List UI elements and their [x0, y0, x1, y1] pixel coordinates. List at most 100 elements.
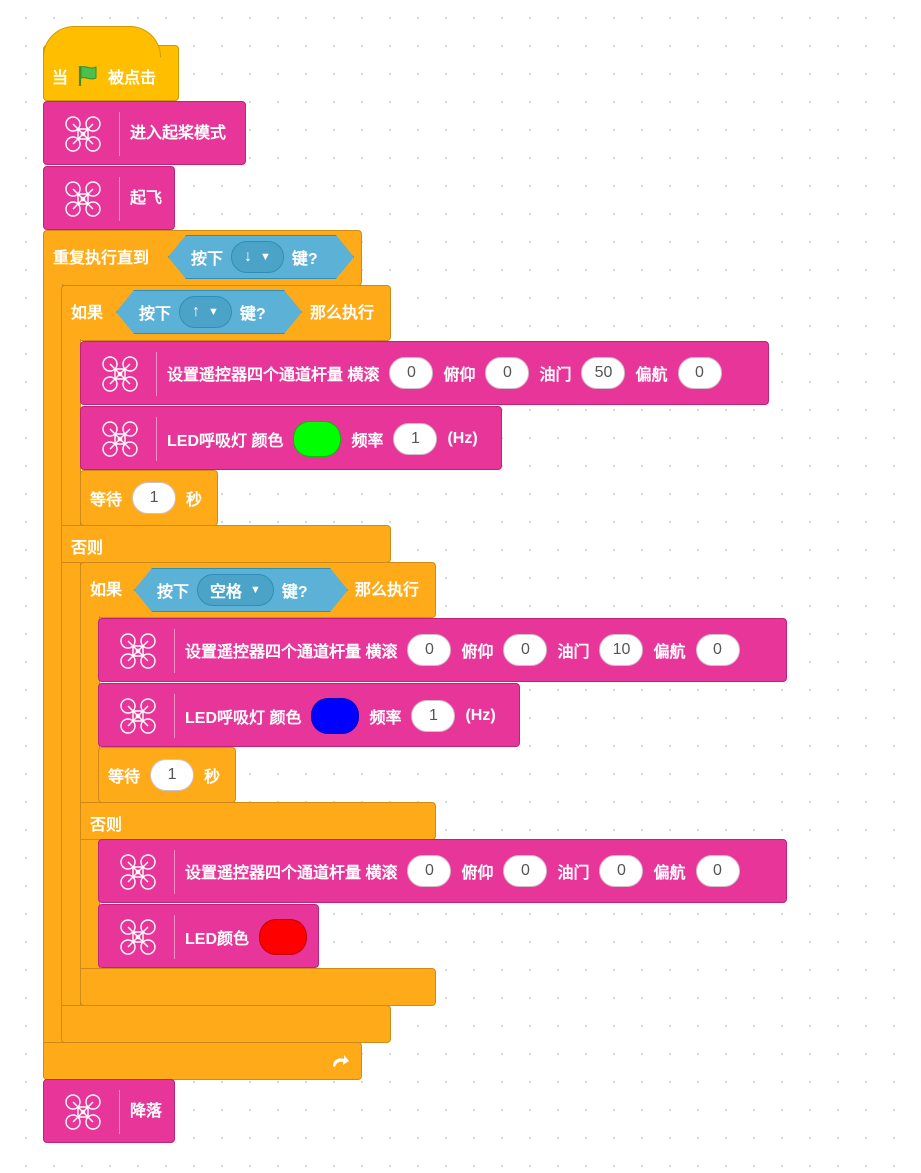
- key-dropdown-down[interactable]: ↓ ▼: [231, 241, 284, 273]
- rc-roll-label: 设置遥控器四个通道杆量 横滚: [167, 367, 380, 384]
- throttle-input[interactable]: 10: [599, 634, 644, 666]
- frequency-label: 频率: [351, 433, 384, 450]
- color-picker[interactable]: [293, 421, 342, 457]
- key-question-label: 键?: [291, 251, 318, 268]
- frequency-input[interactable]: 1: [393, 423, 438, 455]
- led-breath-block-2[interactable]: LED呼吸灯 颜色 频率 1 (Hz): [98, 683, 520, 747]
- pitch-input[interactable]: 0: [503, 634, 548, 666]
- throttle-input[interactable]: 50: [581, 357, 626, 389]
- drone-icon: [102, 356, 138, 392]
- else-label: 否则: [71, 540, 104, 557]
- rc-roll-label: 设置遥控器四个通道杆量 横滚: [185, 865, 398, 882]
- takeoff-block[interactable]: 起飞: [43, 166, 175, 230]
- yaw-label: 偏航: [635, 367, 668, 384]
- yaw-label: 偏航: [653, 865, 686, 882]
- clicked-label: 被点击: [108, 70, 157, 87]
- yaw-label: 偏航: [653, 644, 686, 661]
- throttle-label: 油门: [557, 865, 590, 882]
- divider: [174, 915, 175, 959]
- wait-label: 等待: [90, 492, 123, 509]
- when-flag-clicked-block[interactable]: 当 被点击: [43, 26, 179, 101]
- pitch-label: 俯仰: [461, 644, 494, 661]
- chevron-down-icon: ▼: [208, 306, 219, 318]
- led-color-block[interactable]: LED颜色: [98, 904, 319, 968]
- pitch-label: 俯仰: [461, 865, 494, 882]
- key-dropdown-up[interactable]: ↑ ▼: [179, 296, 232, 328]
- throttle-label: 油门: [557, 644, 590, 661]
- yaw-input[interactable]: 0: [677, 357, 722, 389]
- then-label: 那么执行: [355, 582, 420, 599]
- divider: [119, 112, 120, 156]
- led-breath-label: LED呼吸灯 颜色: [185, 710, 302, 727]
- divider: [156, 417, 157, 461]
- chevron-down-icon: ▼: [260, 251, 271, 263]
- if-else-1-footer: [61, 1005, 391, 1043]
- land-block[interactable]: 降落: [43, 1079, 175, 1143]
- led-breath-label: LED呼吸灯 颜色: [167, 433, 284, 450]
- key-value: ↓: [244, 248, 253, 265]
- color-picker[interactable]: [259, 919, 308, 955]
- key-question-label: 键?: [239, 306, 266, 323]
- led-color-label: LED颜色: [185, 931, 250, 948]
- key-question-label: 键?: [281, 584, 308, 601]
- repeat-until-label: 重复执行直到: [53, 250, 150, 267]
- rc-roll-label: 设置遥控器四个通道杆量 横滚: [185, 644, 398, 661]
- if-else-1-arm: [61, 339, 81, 1039]
- throttle-input[interactable]: 0: [599, 855, 644, 887]
- set-rc-channels-block-2[interactable]: 设置遥控器四个通道杆量 横滚 0 俯仰 0 油门 10 偏航 0: [98, 618, 787, 682]
- hz-label: (Hz): [447, 430, 478, 447]
- color-picker[interactable]: [311, 698, 360, 734]
- divider: [174, 694, 175, 738]
- green-flag-icon: [78, 66, 97, 86]
- drone-icon: [65, 1094, 101, 1130]
- divider: [174, 850, 175, 894]
- if-label: 如果: [90, 582, 123, 599]
- seconds-label: 秒: [204, 769, 221, 786]
- press-label: 按下: [139, 306, 172, 323]
- if-else-1-else-bar: 否则: [61, 525, 391, 563]
- hz-label: (Hz): [465, 707, 496, 724]
- if-label: 如果: [71, 305, 104, 322]
- repeat-until-arm: [43, 284, 63, 1046]
- when-label: 当: [52, 70, 69, 87]
- pitch-input[interactable]: 0: [485, 357, 530, 389]
- roll-input[interactable]: 0: [407, 855, 452, 887]
- drone-icon: [120, 698, 156, 734]
- drone-icon: [65, 181, 101, 217]
- wait-seconds-input[interactable]: 1: [132, 482, 177, 514]
- key-value: 空格: [210, 584, 243, 601]
- drone-icon: [120, 919, 156, 955]
- drone-icon: [65, 116, 101, 152]
- led-breath-block-1[interactable]: LED呼吸灯 颜色 频率 1 (Hz): [80, 406, 502, 470]
- key-pressed-condition-up[interactable]: 按下 ↑ ▼ 键?: [116, 290, 302, 334]
- press-label: 按下: [191, 251, 224, 268]
- wait-label: 等待: [108, 769, 141, 786]
- divider: [119, 1090, 120, 1134]
- frequency-input[interactable]: 1: [411, 700, 456, 732]
- land-label: 降落: [130, 1103, 163, 1120]
- set-rc-channels-block-1[interactable]: 设置遥控器四个通道杆量 横滚 0 俯仰 0 油门 50 偏航 0: [80, 341, 769, 405]
- throttle-label: 油门: [539, 367, 572, 384]
- loop-arrow-icon: [333, 1055, 349, 1067]
- yaw-input[interactable]: 0: [695, 634, 740, 666]
- key-pressed-condition-space[interactable]: 按下 空格 ▼ 键?: [134, 568, 348, 612]
- yaw-input[interactable]: 0: [695, 855, 740, 887]
- chevron-down-icon: ▼: [250, 584, 261, 596]
- enter-takeoff-mode-label: 进入起桨模式: [130, 125, 227, 142]
- roll-input[interactable]: 0: [389, 357, 434, 389]
- wait-seconds-input[interactable]: 1: [150, 759, 195, 791]
- repeat-until-footer: [43, 1042, 362, 1080]
- key-dropdown-space[interactable]: 空格 ▼: [197, 574, 274, 606]
- enter-takeoff-mode-block[interactable]: 进入起桨模式: [43, 101, 246, 165]
- key-pressed-condition-down[interactable]: 按下 ↓ ▼ 键?: [168, 235, 354, 279]
- divider: [174, 629, 175, 673]
- wait-block-1[interactable]: 等待 1 秒: [80, 470, 218, 526]
- drone-icon: [120, 633, 156, 669]
- else-label: 否则: [90, 817, 123, 834]
- pitch-input[interactable]: 0: [503, 855, 548, 887]
- wait-block-2[interactable]: 等待 1 秒: [98, 747, 236, 803]
- takeoff-label: 起飞: [130, 190, 163, 207]
- set-rc-channels-block-3[interactable]: 设置遥控器四个通道杆量 横滚 0 俯仰 0 油门 0 偏航 0: [98, 839, 787, 903]
- press-label: 按下: [157, 584, 190, 601]
- roll-input[interactable]: 0: [407, 634, 452, 666]
